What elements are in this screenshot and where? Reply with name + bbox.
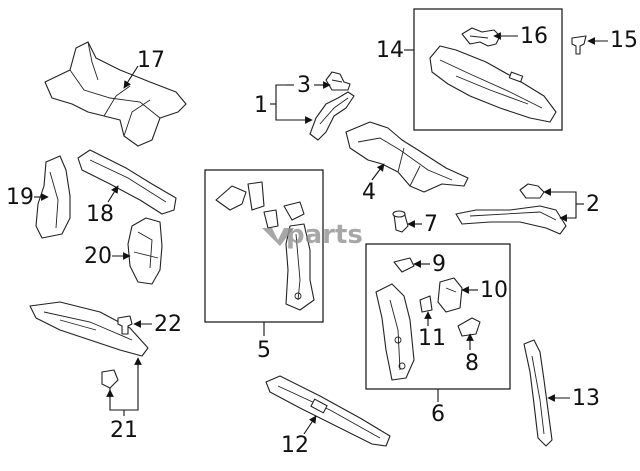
callout-17: 17	[137, 48, 165, 73]
part-15-clip	[571, 35, 587, 55]
part-22-clip	[117, 315, 133, 335]
part-3-bracket	[325, 71, 351, 91]
callout-19: 19	[6, 185, 34, 210]
part-14-shroud-panel	[429, 45, 557, 123]
part-5-center-brace	[215, 181, 315, 311]
callout-3: 3	[297, 73, 311, 98]
callout-15: 15	[610, 28, 638, 53]
callout-9: 9	[432, 252, 446, 277]
watermark-logo: parts	[262, 220, 363, 250]
watermark-text: parts	[286, 220, 363, 250]
part-18-upper-support	[77, 149, 177, 215]
part-21-lower-shield	[29, 301, 149, 357]
callout-18: 18	[86, 202, 114, 227]
part-10-bracket	[437, 277, 463, 313]
part-19-side-panel	[35, 155, 71, 239]
callout-21: 21	[110, 418, 138, 443]
part-2-support	[455, 205, 567, 235]
callout-20: 20	[84, 244, 112, 269]
part-11-small-bracket	[419, 295, 433, 313]
group-box-14	[413, 8, 563, 131]
part-16-clip	[461, 27, 501, 47]
part-17-dash-frame	[44, 41, 187, 147]
callout-16: 16	[520, 24, 548, 49]
part-13-vertical-bracket	[523, 339, 553, 447]
part-4-side-member	[345, 121, 469, 193]
callout-10: 10	[480, 278, 508, 303]
part-20-side-duct	[127, 217, 163, 285]
callout-2: 2	[586, 192, 600, 217]
part-21-fastener	[101, 369, 119, 389]
part-2-upper-clip	[519, 183, 545, 199]
callout-22: 22	[154, 312, 182, 337]
part-1-bracket	[309, 91, 355, 141]
part-9-clip	[393, 257, 415, 273]
callout-1: 1	[254, 93, 268, 118]
callout-11: 11	[418, 326, 446, 351]
callout-8: 8	[465, 351, 479, 376]
part-6-side-brace	[375, 283, 415, 381]
callout-6: 6	[431, 402, 445, 427]
callout-7: 7	[424, 212, 438, 237]
part-7-bolt	[392, 210, 409, 233]
part-12-lower-rail	[265, 375, 391, 447]
callout-14: 14	[376, 38, 404, 63]
callout-12: 12	[281, 433, 309, 458]
callout-4: 4	[362, 180, 376, 205]
callout-13: 13	[572, 386, 600, 411]
callout-5: 5	[257, 338, 271, 363]
part-8-plate	[457, 317, 481, 337]
